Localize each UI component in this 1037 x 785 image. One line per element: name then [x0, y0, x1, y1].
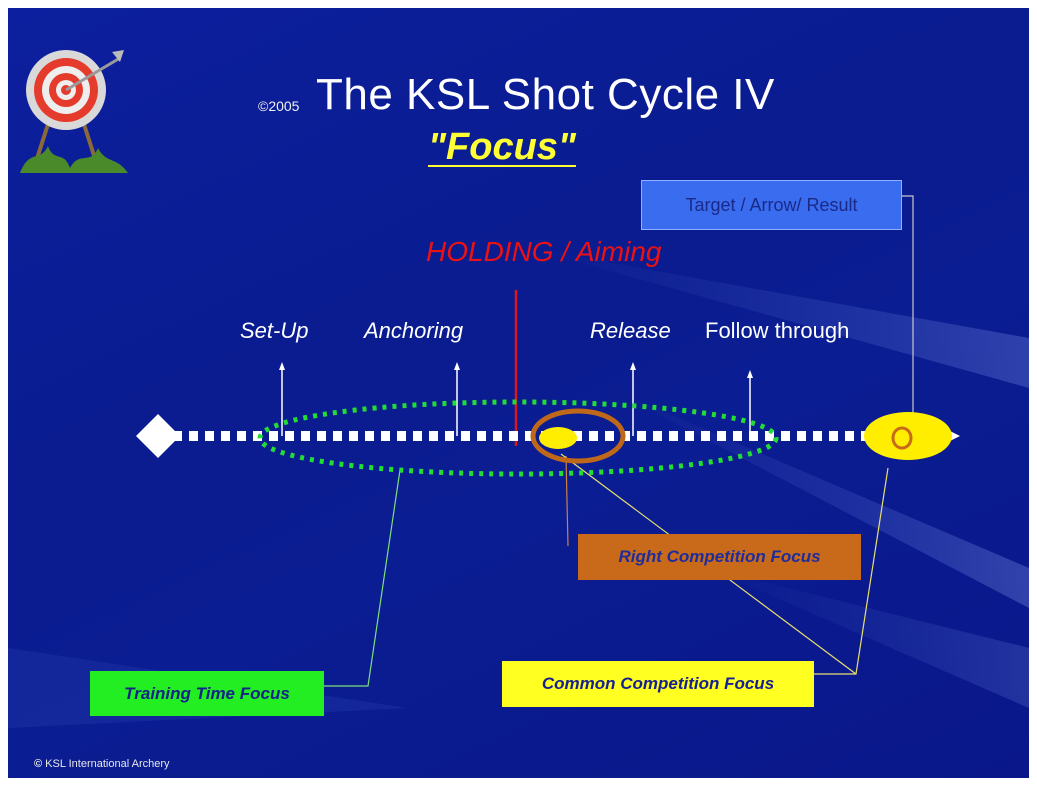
- right-competition-focus-box: Right Competition Focus: [578, 534, 861, 580]
- common-competition-focus-box: Common Competition Focus: [502, 661, 814, 707]
- page-subtitle: "Focus": [428, 126, 576, 168]
- result-ring: [891, 426, 913, 450]
- right-connector-line: [565, 455, 569, 547]
- page-title: The KSL Shot Cycle IV: [316, 70, 775, 119]
- result-marker: [864, 412, 952, 460]
- copyright-icon: ©: [34, 758, 43, 770]
- copyright-text: ©2005: [258, 98, 300, 114]
- right-focus-ellipse: [530, 408, 626, 464]
- follow-through-label: Follow through: [705, 318, 850, 343]
- footer: © KSL International Archery: [34, 758, 170, 770]
- slide: ©2005 The KSL Shot Cycle IV "Focus": [8, 8, 1029, 778]
- holding-marker: [539, 427, 577, 449]
- archery-target-icon: [20, 50, 128, 173]
- holding-aiming-label: HOLDING / Aiming: [426, 236, 662, 267]
- footer-text: KSL International Archery: [45, 758, 170, 770]
- target-arrow-result-box: Target / Arrow/ Result: [641, 180, 902, 230]
- training-connector-line: [324, 469, 401, 687]
- start-diamond: [136, 414, 180, 458]
- setup-label: Set-Up: [240, 318, 309, 343]
- shot-cycle-diagram: [136, 195, 960, 687]
- target-connector-line: [902, 195, 914, 428]
- anchoring-label: Anchoring: [364, 318, 464, 343]
- release-label: Release: [590, 318, 671, 343]
- training-focus-ellipse: [257, 399, 779, 477]
- common-connector-line-b: [814, 467, 889, 675]
- training-time-focus-box: Training Time Focus: [90, 671, 324, 716]
